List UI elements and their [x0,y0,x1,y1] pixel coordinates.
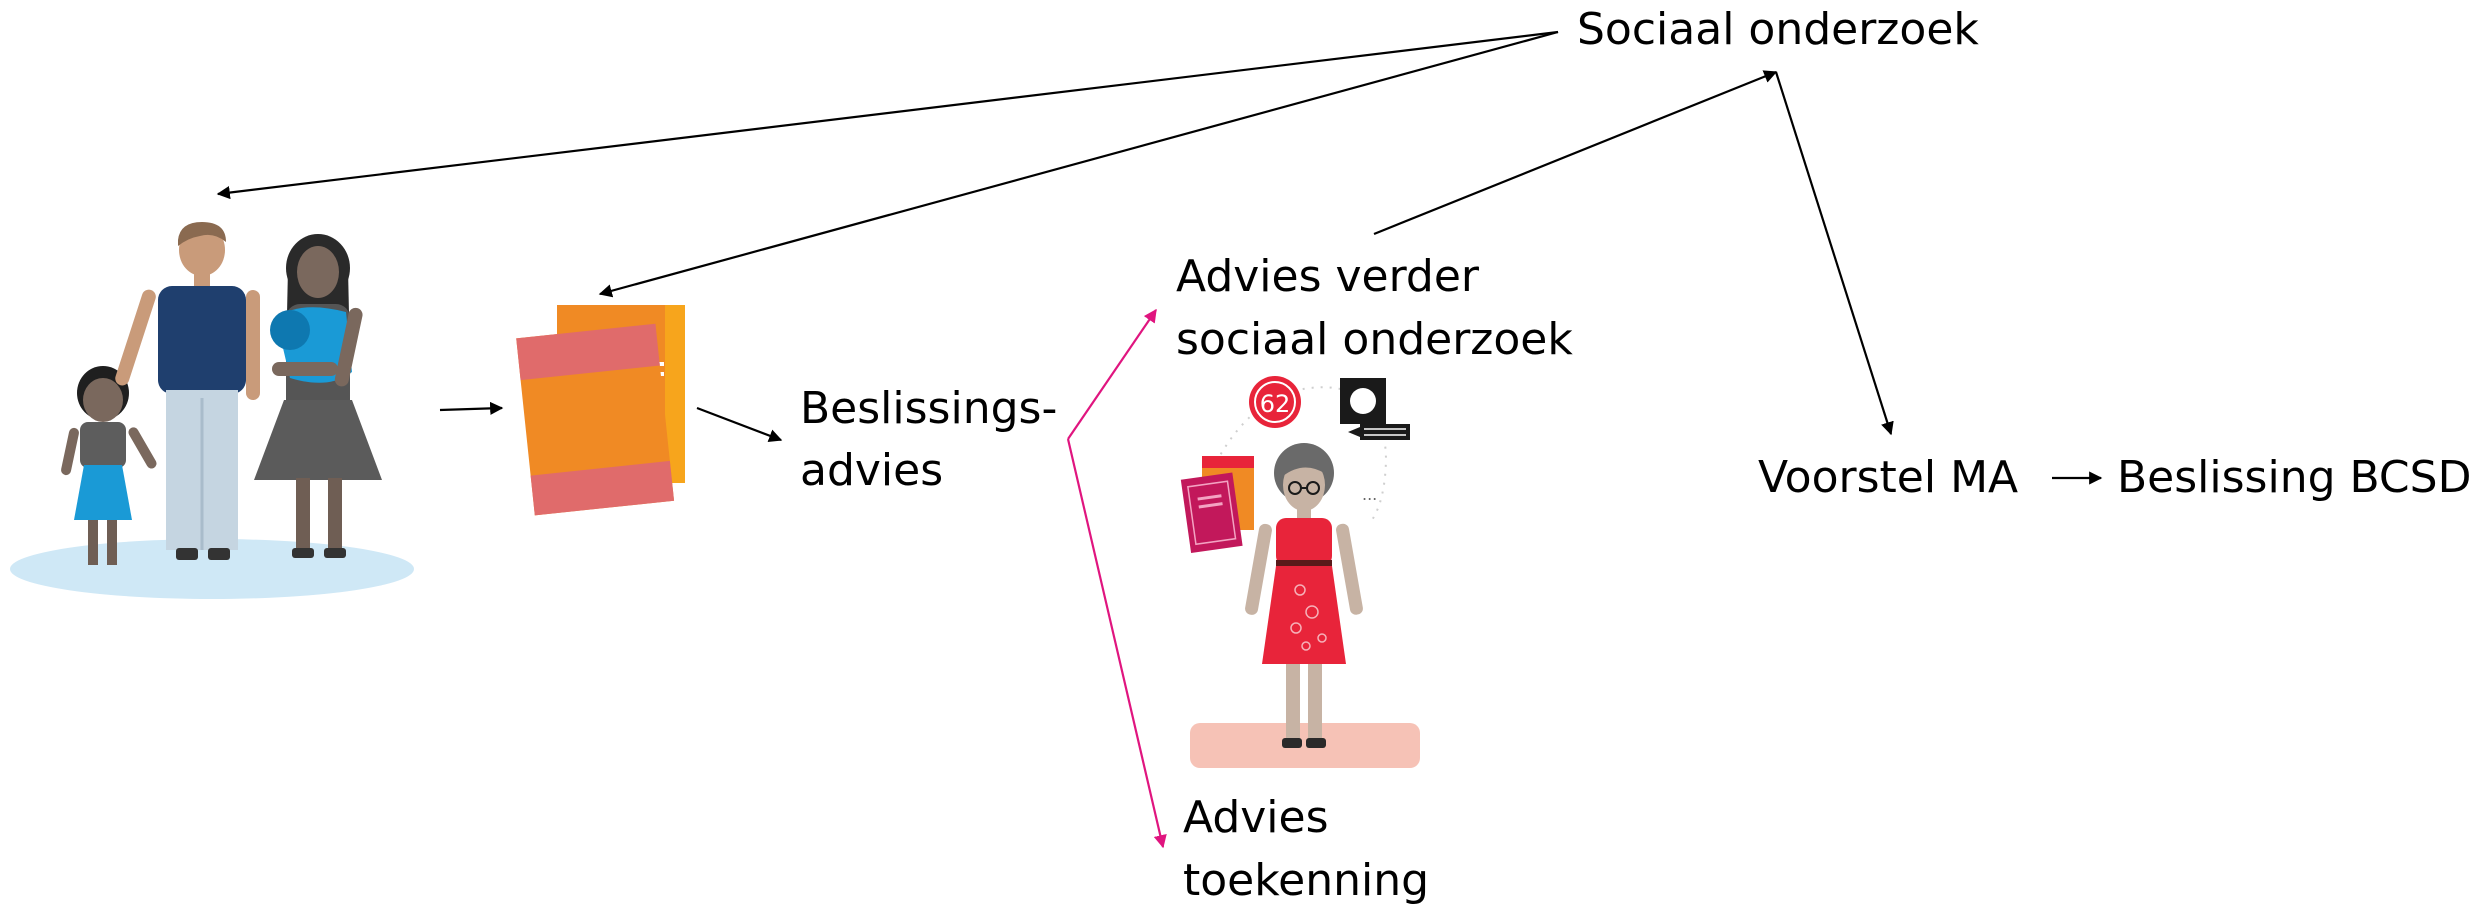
label-beslissingsadvies-line1: Beslissings- [800,383,1058,434]
age-badge-icon: 62 [1249,376,1301,428]
social-worker-illustration: 62 ... [1180,376,1420,768]
ellipsis-text: ... [1362,485,1377,504]
label-voorstel-ma: Voorstel MA [1758,452,2019,503]
arrow-family-to-folder [439,401,504,415]
arrow-branch-to-toekenning [1066,438,1167,849]
id-photo-icon [1340,378,1410,440]
arrow-verder-to-sociaal [1373,70,1778,236]
badge-number: 62 [1260,390,1291,418]
arrow-folder-to-beslissingsadvies [696,406,783,442]
label-beslissing-bcsd: Beslissing BCSD [2117,452,2470,503]
arrows-black [216,30,2103,485]
girl-figure [61,366,157,565]
label-beslissingsadvies-line2: advies [800,445,944,496]
label-sociaal-onderzoek: Sociaal onderzoek [1577,4,1979,55]
arrow-sociaal-to-voorstel [1774,71,1894,436]
family-illustration [10,222,414,599]
man-figure [115,222,260,560]
label-advies-verder-line2: sociaal onderzoek [1176,314,1573,365]
woman-figure [254,234,382,558]
arrows-magenta [1066,308,1167,849]
books-icon [1180,456,1254,553]
woman-ground [1190,723,1420,768]
arrow-branch-to-verder [1067,308,1157,440]
label-advies-verder-line1: Advies verder [1176,251,1480,302]
label-advies-toekenning-line2: toekenning [1183,855,1430,905]
worker-figure [1245,443,1363,748]
arrow-sociaal-to-folder [598,30,1559,298]
arrow-sociaal-to-family [216,30,1559,200]
label-advies-toekenning-line1: Advies [1183,792,1329,843]
document-folder-icon [516,305,685,516]
